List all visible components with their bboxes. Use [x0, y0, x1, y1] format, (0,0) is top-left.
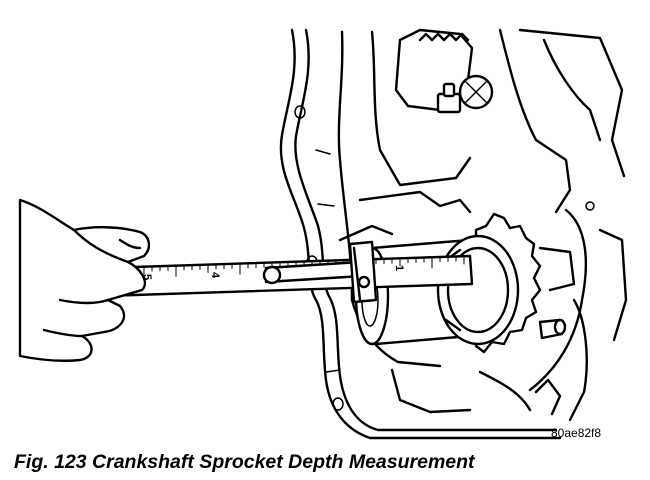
figure-caption: Fig. 123 Crankshaft Sprocket Depth Measu… — [14, 451, 475, 473]
engine-block-icon — [279, 28, 628, 440]
depth-gauge-icon — [102, 240, 474, 304]
image-code: 80ae82f8 — [551, 426, 602, 440]
scale-number-4: 4 — [209, 272, 221, 279]
scale-number-5: 5 — [141, 274, 153, 281]
scale-number-1: 1 — [393, 265, 405, 272]
hand-icon — [18, 198, 151, 362]
